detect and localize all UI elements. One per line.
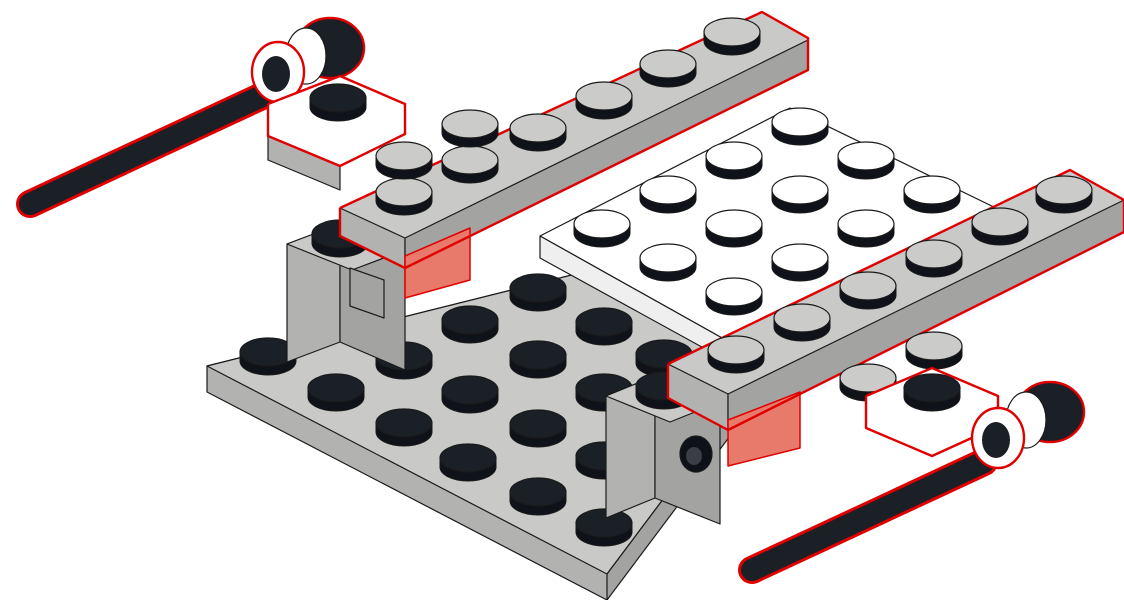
stud bbox=[771, 107, 829, 146]
stud bbox=[1035, 175, 1093, 214]
stud bbox=[771, 243, 829, 282]
stud bbox=[509, 340, 567, 379]
white-plate-1x1-right bbox=[864, 366, 1000, 458]
stud bbox=[639, 175, 697, 214]
left-antenna-clip-hole bbox=[262, 56, 290, 92]
stud bbox=[639, 243, 697, 282]
stud bbox=[375, 177, 433, 216]
gray-plate-1x8-front bbox=[666, 168, 1124, 467]
stud bbox=[575, 508, 633, 547]
stud bbox=[703, 17, 761, 56]
left-antenna-shaft bbox=[19, 85, 273, 215]
stud bbox=[239, 337, 297, 376]
left-brick-hole bbox=[349, 267, 385, 319]
stud bbox=[707, 335, 765, 374]
back-strip-outline bbox=[338, 10, 810, 270]
stud bbox=[509, 113, 567, 152]
stud bbox=[441, 109, 499, 148]
stud bbox=[639, 49, 697, 88]
black-antenna-right bbox=[738, 380, 1086, 584]
stud bbox=[905, 239, 963, 278]
stud bbox=[705, 209, 763, 248]
stud bbox=[509, 273, 567, 312]
stud bbox=[837, 141, 895, 180]
white-plate-4x4 bbox=[539, 107, 1001, 369]
front-strip-side bbox=[727, 199, 1124, 431]
stud bbox=[971, 207, 1029, 246]
stud bbox=[837, 209, 895, 248]
stud bbox=[705, 141, 763, 180]
stud bbox=[905, 331, 963, 370]
stud bbox=[439, 443, 497, 482]
stud bbox=[575, 307, 633, 346]
gray-brick-1x1-hole-left bbox=[286, 219, 406, 371]
stud bbox=[309, 83, 367, 122]
stud bbox=[773, 303, 831, 342]
stud bbox=[903, 373, 961, 412]
stud bbox=[375, 408, 433, 447]
gray-plate-1x8-back bbox=[338, 10, 810, 299]
stud bbox=[375, 141, 433, 180]
black-antenna-left bbox=[16, 16, 366, 218]
stud bbox=[573, 209, 631, 248]
white-plate-1x1-left bbox=[266, 74, 407, 191]
left-tile-outline bbox=[266, 74, 407, 168]
front-strip-red-support bbox=[727, 391, 801, 467]
stud bbox=[771, 175, 829, 214]
stud bbox=[903, 175, 961, 214]
stud bbox=[441, 375, 499, 414]
right-antenna-shaft bbox=[741, 451, 995, 581]
stud bbox=[441, 145, 499, 184]
stud bbox=[509, 409, 567, 448]
stud bbox=[509, 477, 567, 516]
stud bbox=[307, 373, 365, 412]
stud bbox=[839, 271, 897, 310]
stud bbox=[441, 305, 499, 344]
back-strip-red-support bbox=[404, 227, 471, 299]
stud bbox=[575, 81, 633, 120]
right-brick-hole-inner bbox=[686, 447, 702, 465]
stud bbox=[705, 277, 763, 316]
right-antenna-clip-hole bbox=[982, 422, 1010, 458]
front-strip-outline bbox=[666, 168, 1124, 432]
